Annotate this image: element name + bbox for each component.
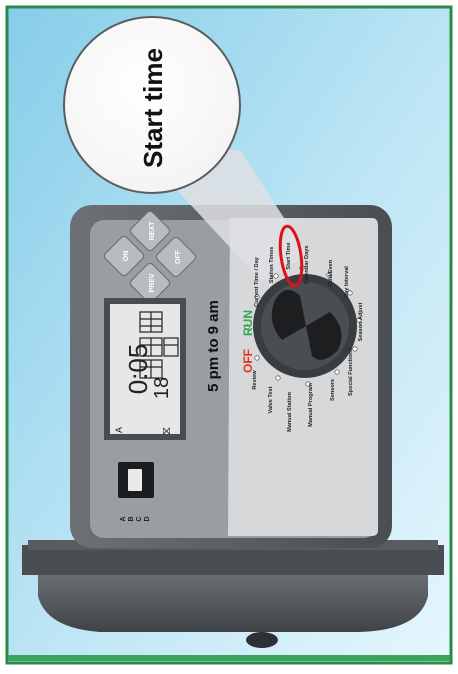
dial-label-station-times: Station Times — [269, 247, 275, 284]
on-button-label: ON — [123, 251, 130, 262]
prev-button-label: PREV — [149, 273, 156, 292]
dial-run-label: RUN — [241, 310, 255, 336]
start-time-highlight — [278, 224, 304, 288]
off-button[interactable] — [155, 236, 197, 278]
lcd-display: 0:05 18 A ⧖ — [104, 298, 186, 440]
program-letter-d: D — [144, 516, 151, 521]
lcd-day-digits: 18 — [151, 377, 173, 399]
next-button[interactable] — [129, 210, 171, 252]
program-letter-c: C — [136, 516, 143, 521]
button-cluster: ON NEXT PREV OFF — [103, 210, 197, 304]
dial-label-current-time: Current Time / Day — [254, 256, 260, 307]
dial-label-day-interval: Day Interval — [344, 266, 350, 298]
dial-label-season-adjust: Season Adjust — [358, 303, 364, 342]
dial-label-special-functions: Special Functions — [348, 348, 354, 396]
callout-bubble: Start time — [63, 16, 241, 194]
dial-label-valve-test: Valve Test — [268, 386, 274, 413]
dial-knob-lower[interactable] — [306, 312, 342, 360]
program-selector[interactable] — [118, 462, 154, 498]
dial-label-sensors: Sensors — [330, 379, 336, 401]
lcd-time: 0:05 — [123, 344, 153, 395]
dial-label-calendar-days: Calendar Days — [304, 246, 310, 285]
lcd-sprinkler-icon: ⧖ — [159, 427, 173, 435]
lcd-program-letter: A — [114, 427, 124, 433]
selector-switch[interactable] — [128, 469, 142, 491]
dial-knob-upper[interactable] — [271, 289, 306, 340]
program-letter-b: B — [128, 516, 135, 521]
next-button-label: NEXT — [149, 221, 156, 240]
dial-off-label: OFF — [241, 349, 255, 373]
dial-label-manual-station: Manual Station — [287, 392, 293, 432]
dial-label-manual-program: Manual Program — [308, 383, 314, 427]
callout-title: Start time — [138, 48, 168, 168]
time-range-label: 5 pm to 9 am — [205, 300, 222, 392]
on-button[interactable] — [103, 235, 145, 277]
dial-label-odd-even: Odd/Even — [328, 259, 334, 286]
dial[interactable] — [253, 274, 357, 378]
dial-label-review: Review — [252, 370, 258, 390]
program-selector-letters: A B C D — [120, 516, 151, 521]
off-button-label: OFF — [175, 249, 182, 264]
calendar-icon — [139, 311, 179, 379]
prev-button[interactable] — [129, 262, 171, 304]
dial-labels: Current Time / Day Station Times Start T… — [252, 242, 364, 432]
frame-bottom-band — [8, 655, 450, 661]
dial-label-start-time: Start Time — [286, 242, 292, 269]
base-connector — [246, 632, 278, 648]
program-letter-a: A — [120, 516, 127, 521]
